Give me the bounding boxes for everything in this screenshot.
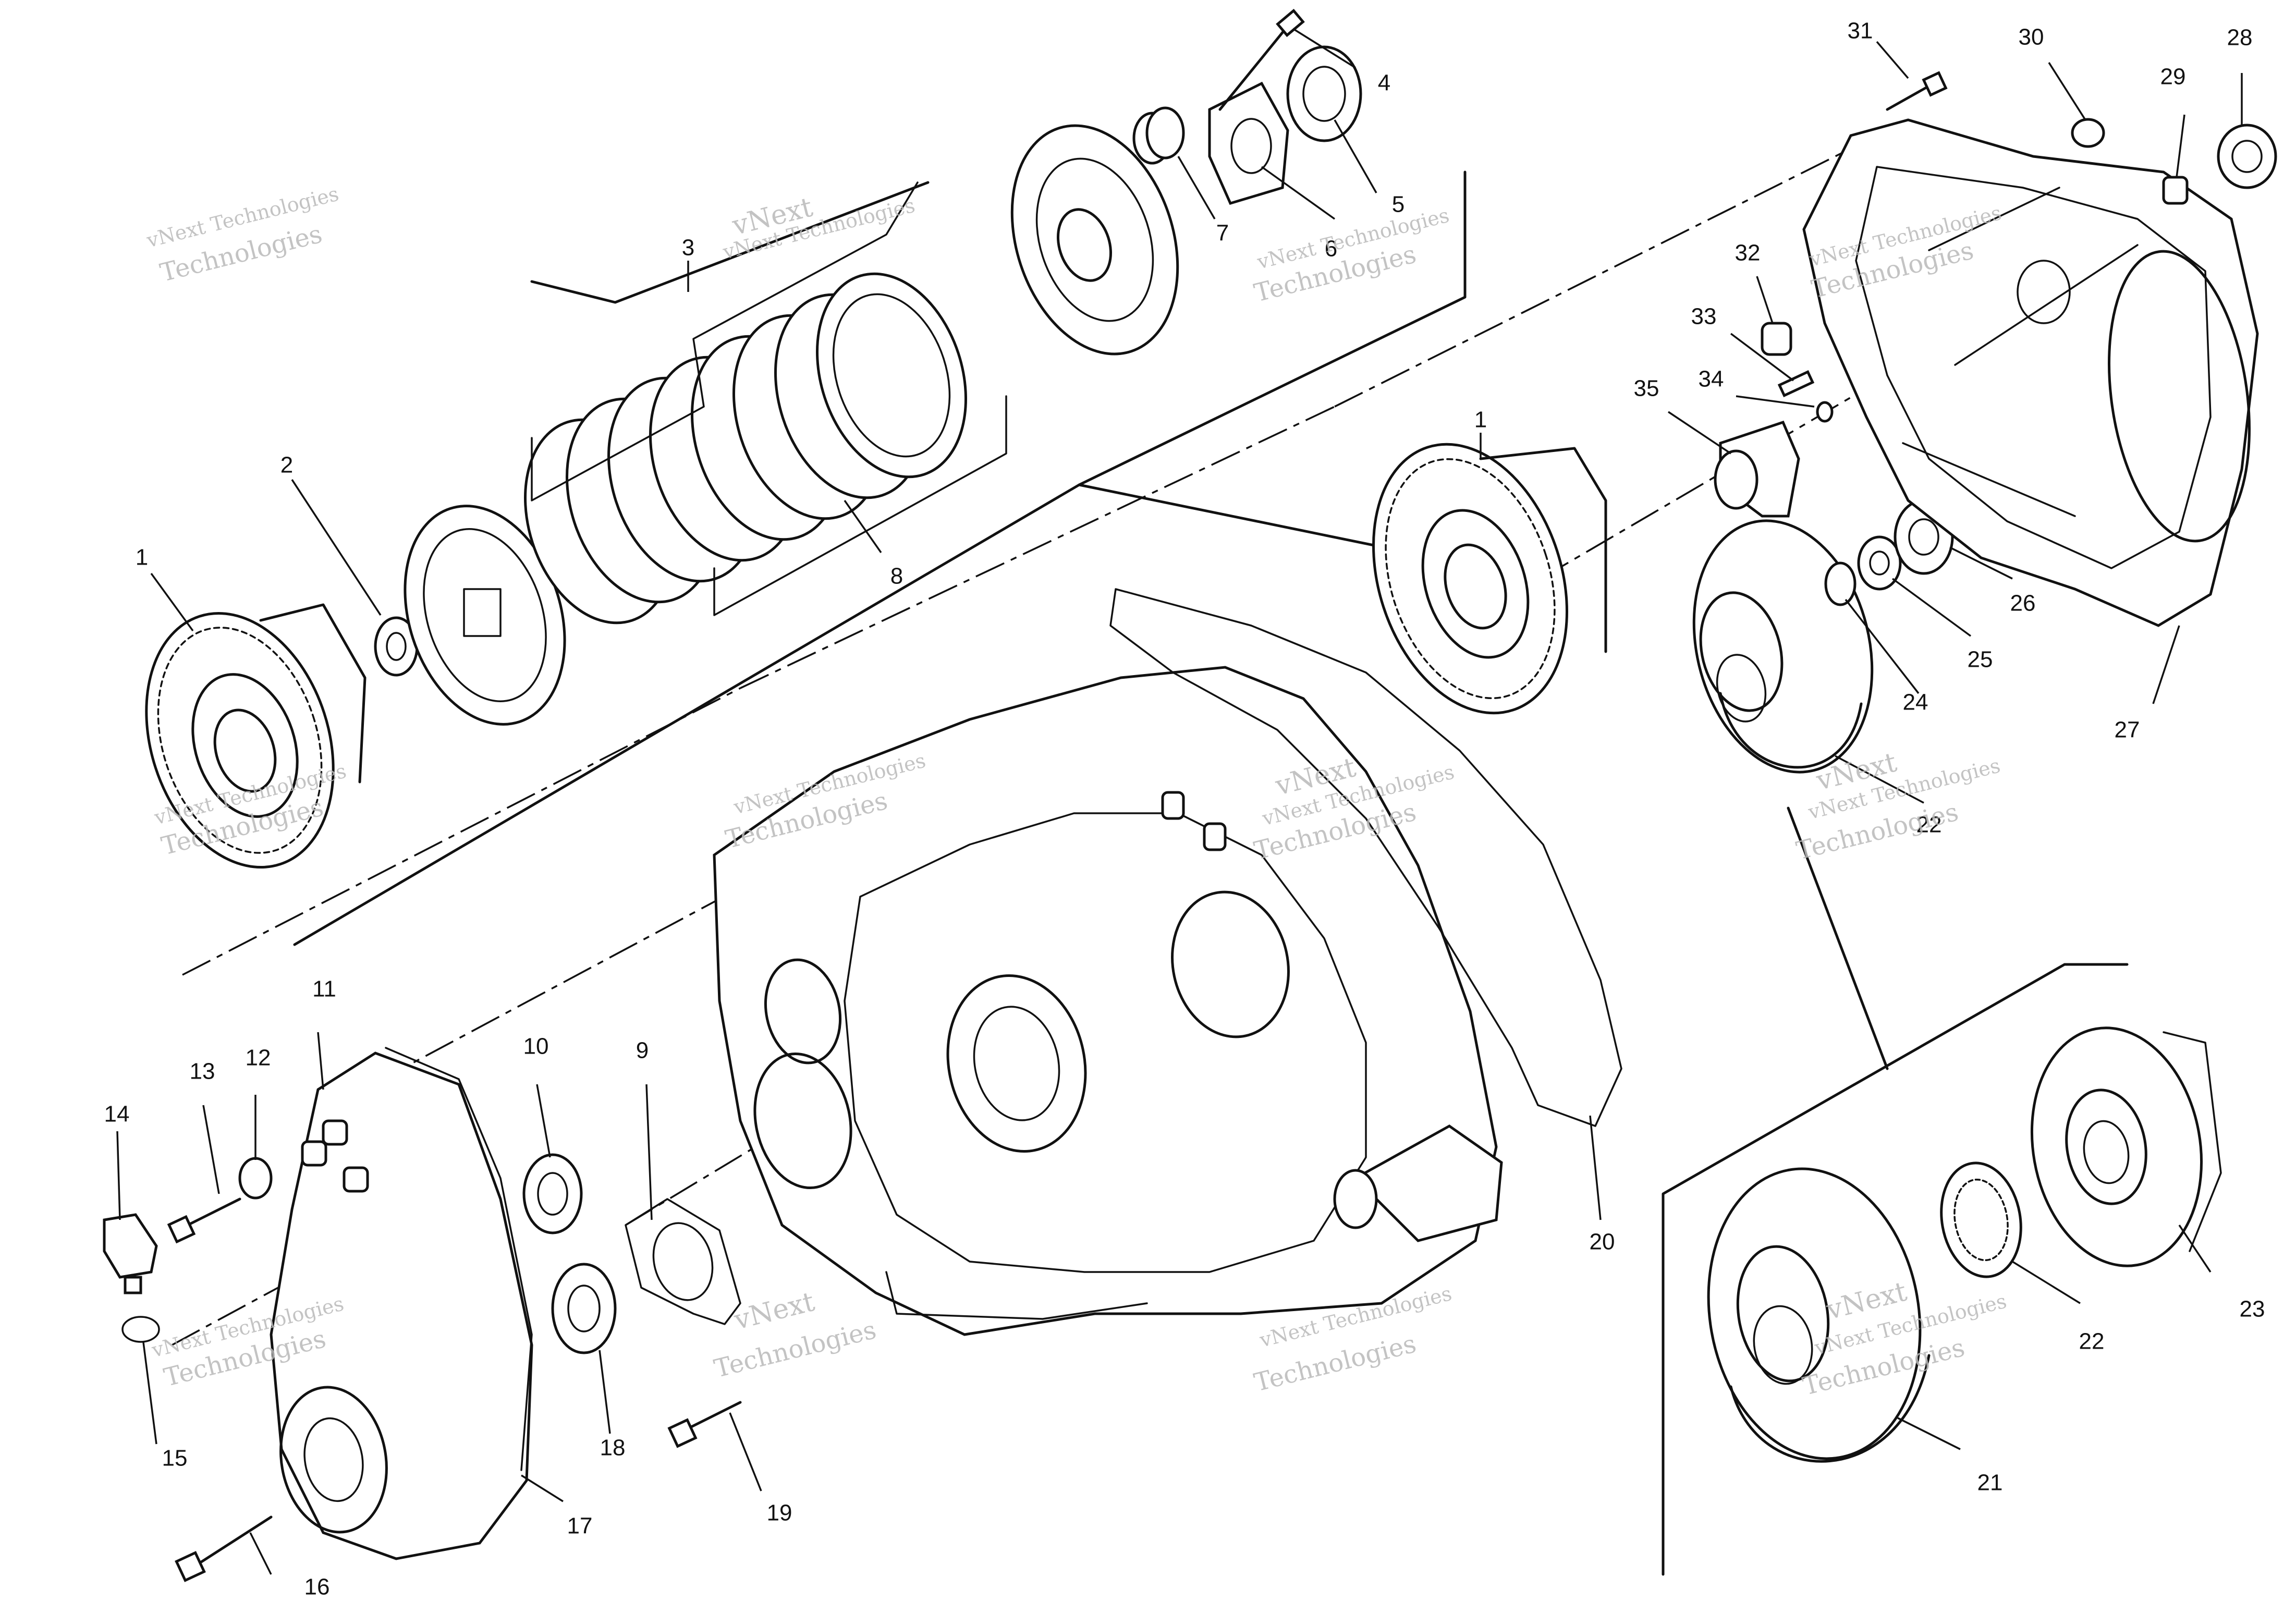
callout-20: 20 <box>1590 1229 1615 1255</box>
seal-12 <box>238 1157 273 1200</box>
watermark-10: vNext Technologies <box>711 1286 879 1384</box>
callout-16: 16 <box>304 1574 330 1600</box>
callout-27: 27 <box>2115 717 2140 743</box>
callout-29: 29 <box>2160 64 2186 90</box>
watermark-2: vNext Technologies vNext <box>720 192 917 264</box>
callout-28: 28 <box>2227 25 2253 51</box>
callout-30: 30 <box>2019 25 2044 50</box>
callout-1-left: 1 <box>136 545 148 570</box>
clutch-spring-and-lifter <box>1132 8 1362 205</box>
callout-6: 6 <box>1325 236 1337 262</box>
svg-text:vNext: vNext <box>731 1286 818 1336</box>
clutch-shoe-assembly-23 <box>2030 1026 2222 1267</box>
crankcase-gasket <box>1109 588 1622 1127</box>
sprag-bearing-22 <box>1940 1161 2022 1278</box>
group-bracket-lines <box>293 170 2129 1576</box>
bearing-10 <box>522 1153 583 1234</box>
callout-31: 31 <box>1848 18 1873 44</box>
callout-23: 23 <box>2240 1297 2265 1322</box>
callout-10: 10 <box>523 1034 549 1059</box>
crankcase <box>713 666 1503 1336</box>
o-ring-15 <box>121 1316 160 1343</box>
callout-35: 35 <box>1634 376 1659 401</box>
clutch-gear-center <box>1372 443 1607 715</box>
callout-33: 33 <box>1691 304 1717 329</box>
callout-24: 24 <box>1903 690 1928 715</box>
bolt-19 <box>667 1401 742 1448</box>
callout-21: 21 <box>1977 1470 2003 1496</box>
callout-1-center: 1 <box>1474 407 1487 433</box>
pressure-plate <box>404 505 566 726</box>
bolt-16 <box>175 1515 273 1582</box>
callout-11: 11 <box>312 976 336 1002</box>
callout-26: 26 <box>2010 591 2036 616</box>
callout-22-upper: 22 <box>1916 812 1942 838</box>
callout-32: 32 <box>1735 240 1761 266</box>
callout-3: 3 <box>682 235 694 261</box>
callout-22-lower: 22 <box>2079 1329 2105 1354</box>
callout-9: 9 <box>636 1038 649 1063</box>
cap-14 <box>103 1213 158 1294</box>
callout-18: 18 <box>600 1435 626 1461</box>
watermark-1: vNext Technologies Technologies <box>144 182 341 287</box>
watermark-3: vNext Technologies Technologies <box>1251 204 1451 308</box>
callout-8: 8 <box>890 564 903 589</box>
bolt-13 <box>167 1197 241 1244</box>
callout-12: 12 <box>246 1045 271 1071</box>
cover-gasket-small <box>625 1198 741 1325</box>
callout-5: 5 <box>1392 192 1405 217</box>
callout-17: 17 <box>567 1513 593 1539</box>
callout-7: 7 <box>1216 221 1229 246</box>
left-cover <box>270 1047 533 1560</box>
clutch-plates-stack <box>524 181 1007 625</box>
drive-clutch-drum-21 <box>1707 1167 1931 1463</box>
seal-and-bolt-parts <box>1886 71 2277 205</box>
clutch-gear-left <box>145 603 367 869</box>
leader-lines <box>116 28 2243 1575</box>
callout-4: 4 <box>1378 70 1390 96</box>
callout-2: 2 <box>280 453 293 478</box>
one-way-clutch-parts <box>1714 322 1834 518</box>
callout-34: 34 <box>1699 366 1724 392</box>
bearing-18 <box>551 1263 617 1354</box>
callout-labels: 1 2 3 4 5 6 7 8 9 10 11 12 13 14 15 16 1… <box>104 18 2265 1600</box>
callout-13: 13 <box>190 1059 215 1084</box>
callout-19: 19 <box>767 1500 792 1526</box>
callout-15: 15 <box>162 1446 188 1471</box>
callout-25: 25 <box>1968 647 1993 672</box>
clutch-hub <box>1010 124 1179 356</box>
right-crankcase-cover <box>1802 118 2259 627</box>
callout-14: 14 <box>104 1102 130 1127</box>
